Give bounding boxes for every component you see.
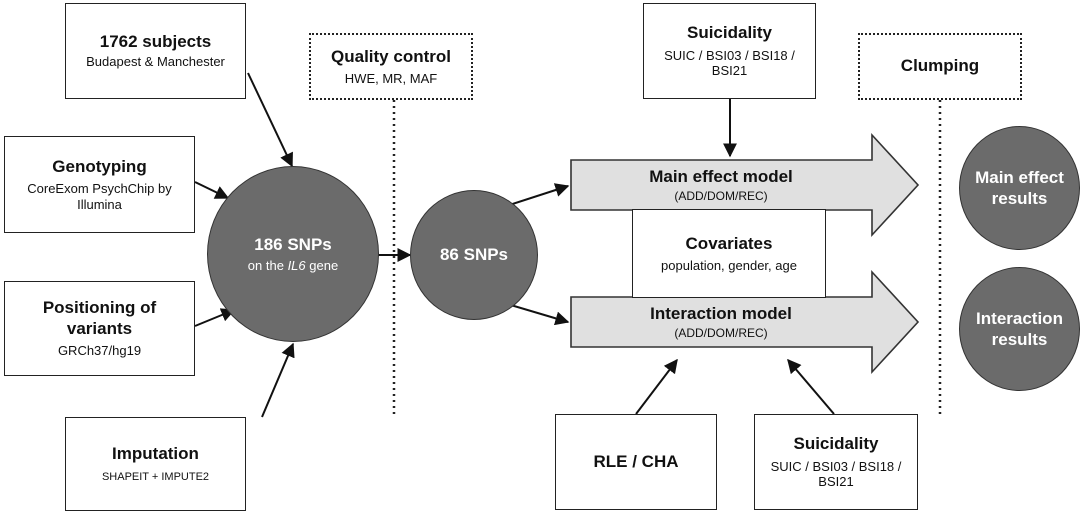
genotyping-subtitle: CoreExom PsychChip by Illumina <box>27 181 172 212</box>
genotyping-title: Genotyping <box>52 156 147 176</box>
interaction-results-circle: Interaction results <box>959 267 1080 391</box>
covariates-title: Covariates <box>685 233 773 253</box>
snps-186-title: 186 SNPs <box>254 235 332 255</box>
genotyping-box: Genotyping CoreExom PsychChip by Illumin… <box>4 136 195 233</box>
main-effect-results-circle: Main effect results <box>959 126 1080 250</box>
suicidality-bottom-box: Suicidality SUIC / BSI03 / BSI18 / BSI21 <box>754 414 918 510</box>
clumping-box: Clumping <box>858 33 1022 100</box>
rle-cha-title: RLE / CHA <box>593 451 679 471</box>
main-effect-model-title: Main effect model <box>649 166 793 186</box>
suicidality-top-title: Suicidality <box>686 23 773 43</box>
arrow-subjects-to-186 <box>247 72 293 168</box>
imputation-box: Imputation SHAPEIT + IMPUTE2 <box>65 417 246 511</box>
snps-86-circle: 86 SNPs <box>410 190 538 320</box>
subjects-box: 1762 subjects Budapest & Manchester <box>65 3 246 99</box>
imputation-title: Imputation <box>112 444 199 464</box>
gene-name: IL6 <box>287 257 306 273</box>
interaction-results-title: Interaction results <box>976 308 1063 349</box>
covariates-box: Covariates population, gender, age <box>632 209 826 298</box>
interaction-model-subtitle: (ADD/DOM/REC) <box>674 326 768 341</box>
covariates-subtitle: population, gender, age <box>661 257 797 273</box>
positioning-title: Positioning of variants <box>42 298 157 338</box>
clumping-title: Clumping <box>900 56 980 76</box>
main-effect-model-subtitle: (ADD/DOM/REC) <box>674 189 768 204</box>
arrow-rle-to-interaction <box>635 358 678 415</box>
suicidality-top-box: Suicidality SUIC / BSI03 / BSI18 / BSI21 <box>643 3 816 99</box>
suicidality-bottom-subtitle: SUIC / BSI03 / BSI18 / BSI21 <box>770 458 902 490</box>
interaction-model-label: Interaction model (ADD/DOM/REC) <box>571 297 871 347</box>
arrow-positioning-to-186 <box>194 308 236 327</box>
suicidality-top-subtitle: SUIC / BSI03 / BSI18 / BSI21 <box>664 47 795 79</box>
quality-control-subtitle: HWE, MR, MAF <box>344 70 438 86</box>
arrow-suicidality-bottom-to-interaction <box>787 358 835 415</box>
main-effect-results-title: Main effect results <box>975 167 1064 208</box>
positioning-box: Positioning of variants GRCh37/hg19 <box>4 281 195 376</box>
suicidality-bottom-title: Suicidality <box>793 434 879 454</box>
positioning-subtitle: GRCh37/hg19 <box>57 343 142 359</box>
arrow-genotyping-to-186 <box>194 181 230 199</box>
snps-86-title: 86 SNPs <box>439 245 509 265</box>
subjects-subtitle: Budapest & Manchester <box>86 54 225 70</box>
snps-186-circle: 186 SNPs on the IL6 gene <box>207 166 379 342</box>
imputation-subtitle: SHAPEIT + IMPUTE2 <box>101 470 210 483</box>
quality-control-title: Quality control <box>331 46 451 66</box>
snps-186-subtitle: on the IL6 gene <box>247 257 339 273</box>
arrow-imputation-to-186 <box>261 342 295 418</box>
quality-control-box: Quality control HWE, MR, MAF <box>309 33 473 100</box>
subjects-title: 1762 subjects <box>99 32 212 51</box>
interaction-model-title: Interaction model <box>650 303 792 323</box>
main-effect-model-label: Main effect model (ADD/DOM/REC) <box>571 160 871 210</box>
rle-cha-box: RLE / CHA <box>555 414 717 510</box>
